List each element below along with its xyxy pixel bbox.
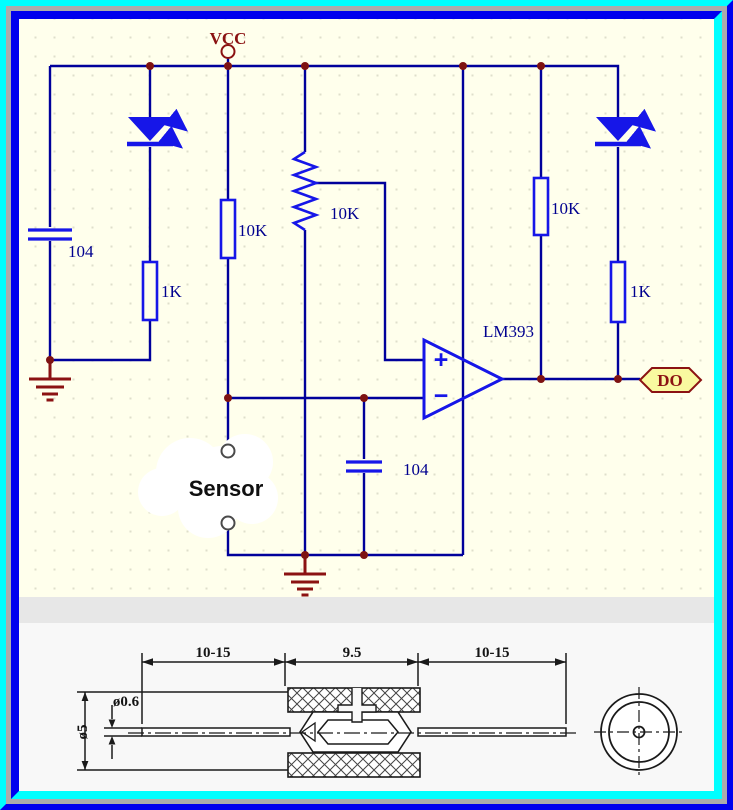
led-right-icon: [595, 117, 654, 147]
resistor-r1-symbol: [141, 260, 159, 322]
do-port-label: DO: [657, 371, 683, 390]
r1-value: 1K: [161, 282, 183, 301]
dimension-arrowheads: [81, 658, 566, 770]
capacitor-c1-symbol: [28, 228, 72, 241]
dim-body-diameter-label: ø5: [75, 725, 91, 740]
ground-left-icon: [27, 358, 73, 402]
dim-right-lead-label: 10-15: [475, 645, 510, 661]
potentiometer-symbol: [290, 150, 320, 232]
opamp-plus-input: +: [434, 346, 449, 374]
dim-body-label: 9.5: [343, 645, 362, 661]
resistor-r3-symbol: [532, 176, 550, 237]
do-port-tag: [638, 367, 703, 393]
dim-left-lead-label: 10-15: [196, 645, 231, 661]
r2-value: 10K: [238, 221, 268, 240]
lead-left: [141, 727, 291, 737]
housing-bottom-hatched: [287, 752, 421, 778]
capacitor-c2-symbol: [346, 460, 382, 473]
ground-bottom-icon: [282, 553, 328, 597]
schematic-svg: + − VCC Sensor DO: [27, 29, 703, 597]
schematic-panel: + − VCC Sensor DO: [19, 19, 714, 597]
dim-wire-diameter-label: ø0.6: [113, 694, 140, 710]
opamp-minus-input: −: [434, 382, 449, 410]
lead-right: [417, 727, 567, 737]
vcc-label: VCC: [210, 29, 247, 48]
pot-value: 10K: [330, 204, 360, 223]
wires: [48, 58, 640, 557]
vcc-terminal: [220, 44, 236, 59]
resistor-r2-symbol: [219, 198, 237, 260]
mechanical-svg: 10-15 9.5 10-15 ø0.6 ø5: [19, 597, 714, 791]
mechanical-drawing-panel: 10-15 9.5 10-15 ø0.6 ø5: [19, 597, 714, 791]
lm393-label: LM393: [483, 322, 534, 341]
seal-cone: [300, 721, 316, 743]
mid-frame: + − VCC Sensor DO: [6, 6, 727, 804]
reed-switch-side-view: [128, 687, 580, 778]
r4-value: 1K: [630, 282, 652, 301]
sensor-terminal-bottom: [220, 515, 236, 531]
inner-frame: + − VCC Sensor DO: [11, 11, 722, 799]
sensor-label: Sensor: [189, 476, 264, 501]
cap2-value: 104: [403, 460, 429, 479]
reed-switch-end-view: [594, 687, 684, 777]
glass-capsule-inner: [317, 719, 399, 745]
divider-strip: [19, 597, 714, 623]
junction-dots: [46, 62, 622, 559]
content-area: + − VCC Sensor DO: [19, 19, 714, 791]
opamp-symbol: [422, 337, 506, 421]
r3-value: 10K: [551, 199, 581, 218]
dimension-lines: [77, 653, 567, 771]
top-contact-post: [337, 688, 377, 723]
cap1-value: 104: [68, 242, 94, 261]
sensor-terminal-top: [220, 443, 236, 459]
resistor-r4-symbol: [609, 260, 627, 324]
led-left-icon: [127, 117, 186, 147]
